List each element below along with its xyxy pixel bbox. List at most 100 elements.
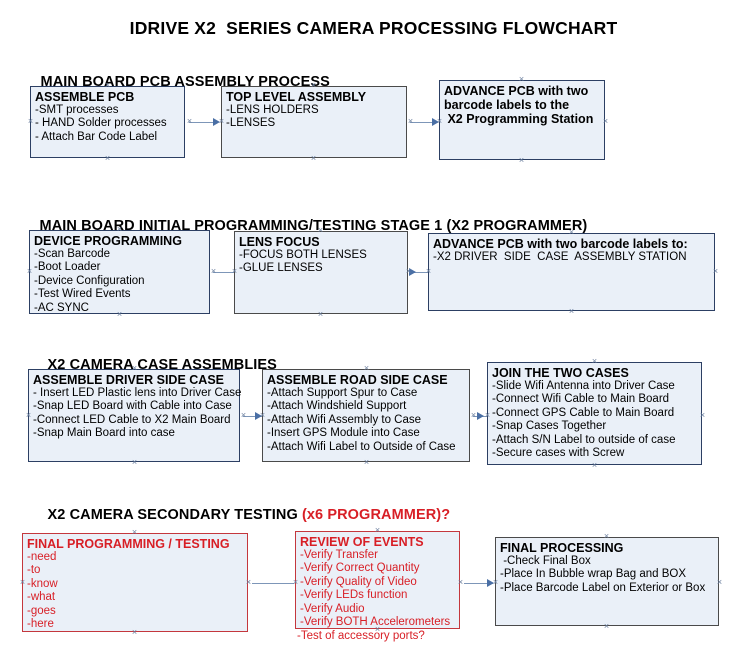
box-title: ADVANCE PCB with two barcode labels to: (433, 237, 688, 251)
connection-point-bottom[interactable] (116, 311, 123, 318)
connection-point-top[interactable] (116, 226, 123, 233)
box-line: -Connect GPS Cable to Main Board (492, 406, 675, 419)
box-final-programming-testing[interactable]: FINAL PROGRAMMING / TESTING -need -to -k… (22, 533, 248, 632)
box-device-programming[interactable]: DEVICE PROGRAMMING -Scan Barcode -Boot L… (29, 230, 210, 314)
connection-point-bottom[interactable] (310, 155, 317, 162)
connection-point-bottom[interactable] (591, 462, 598, 469)
box-title: LENS FOCUS (239, 235, 320, 249)
connection-point-left[interactable] (425, 268, 432, 275)
connection-point-top[interactable] (603, 533, 610, 540)
connection-point-left[interactable] (292, 579, 299, 586)
box-line: -GLUE LENSES (239, 262, 323, 275)
connector-arrowhead (487, 579, 494, 587)
box-line: -Slide Wifi Antenna into Driver Case (492, 380, 675, 392)
box-line: -X2 DRIVER SIDE CASE ASSEMBLY STATION (433, 251, 687, 263)
connection-point-left[interactable] (19, 579, 26, 586)
connection-point-top[interactable] (568, 229, 575, 236)
box-line: -need (27, 551, 57, 563)
connection-point-left[interactable] (26, 268, 33, 275)
box-line: -Attach Windshield Support (267, 400, 407, 413)
box-title: ADVANCE PCB with two (444, 84, 589, 98)
connector-line (410, 122, 434, 123)
connection-point-right[interactable] (405, 268, 412, 275)
connection-point-bottom[interactable] (518, 157, 525, 164)
box-top-level-assembly[interactable]: TOP LEVEL ASSEMBLY -LENS HOLDERS -LENSES (221, 86, 407, 158)
connection-point-bottom[interactable] (131, 459, 138, 466)
box-overflow-line: -Test of accessory ports? (297, 630, 425, 642)
box-title: ASSEMBLE DRIVER SIDE CASE (33, 373, 225, 387)
box-line: -Snap LED Board with Cable into Case (33, 400, 232, 413)
box-line: -Device Configuration (34, 274, 145, 287)
connection-point-left[interactable] (231, 268, 238, 275)
box-advance-pcb-to-driver-side-case-assembly[interactable]: ADVANCE PCB with two barcode labels to: … (428, 233, 715, 311)
connection-point-bottom[interactable] (374, 626, 381, 633)
box-assemble-pcb[interactable]: ASSEMBLE PCB -SMT processes - HAND Solde… (30, 86, 185, 158)
connection-point-left[interactable] (492, 579, 499, 586)
connection-point-top[interactable] (518, 76, 525, 83)
connection-point-right[interactable] (457, 579, 464, 586)
connection-point-bottom[interactable] (568, 308, 575, 315)
box-line: -Attach Wifi Label to Outside of Case (267, 440, 456, 453)
box-line: -Attach S/N Label to outside of case (492, 433, 676, 446)
box-title: TOP LEVEL ASSEMBLY (226, 90, 367, 104)
box-join-the-two-cases[interactable]: JOIN THE TWO CASES -Slide Wifi Antenna i… (487, 362, 702, 465)
connection-point-left[interactable] (25, 412, 32, 419)
connection-point-bottom[interactable] (317, 311, 324, 318)
box-line: -LENS HOLDERS (226, 104, 319, 116)
box-line: -Verify BOTH Accelerometers (300, 616, 451, 629)
connection-point-top[interactable] (363, 365, 370, 372)
box-assemble-driver-side-case[interactable]: ASSEMBLE DRIVER SIDE CASE - Insert LED P… (28, 369, 241, 462)
connection-point-top[interactable] (131, 365, 138, 372)
box-line: -Connect LED Cable to X2 Main Board (33, 413, 231, 426)
box-line: -SMT processes (35, 104, 119, 116)
box-review-of-events[interactable]: REVIEW OF EVENTS -Verify Transfer -Verif… (295, 531, 460, 629)
connection-point-right[interactable] (240, 412, 247, 419)
box-line: -Verify Audio (300, 602, 365, 615)
connection-point-left[interactable] (484, 412, 491, 419)
connector-arrowhead (213, 118, 220, 126)
box-line: -Snap Main Board into case (33, 427, 175, 440)
connection-point-bottom[interactable] (104, 155, 111, 162)
connection-point-left[interactable] (218, 118, 225, 125)
connection-point-top[interactable] (317, 227, 324, 234)
box-line: -Attach Support Spur to Case (267, 387, 418, 399)
connection-point-right[interactable] (470, 412, 477, 419)
connection-point-top[interactable] (591, 358, 598, 365)
connection-point-top[interactable] (374, 527, 381, 534)
section-heading-text: X2 CAMERA SECONDARY TESTING (47, 507, 302, 523)
connection-point-top[interactable] (104, 82, 111, 89)
connection-point-bottom[interactable] (363, 459, 370, 466)
connection-point-right[interactable] (602, 118, 609, 125)
connection-point-right[interactable] (716, 579, 723, 586)
connection-point-top[interactable] (310, 82, 317, 89)
box-final-processing[interactable]: FINAL PROCESSING -Check Final Box -Place… (495, 537, 719, 626)
box-lens-focus[interactable]: LENS FOCUS -FOCUS BOTH LENSES -GLUE LENS… (234, 231, 408, 314)
connector-line (213, 272, 236, 273)
box-line: - Attach Bar Code Label (35, 130, 158, 143)
box-line: -LENSES (226, 117, 276, 130)
box-advance-pcb-to-x2-programming-station[interactable]: ADVANCE PCB with two barcode labels to t… (439, 80, 605, 160)
connector-line (189, 122, 215, 123)
connection-point-bottom[interactable] (131, 629, 138, 636)
box-line: -Insert GPS Module into Case (267, 427, 420, 440)
section-heading-accent: (x6 PROGRAMMER)? (301, 507, 451, 523)
connector-line (252, 583, 294, 584)
connection-point-right[interactable] (245, 579, 252, 586)
box-title: FINAL PROGRAMMING / TESTING (27, 537, 230, 551)
connection-point-left[interactable] (436, 118, 443, 125)
connection-point-bottom[interactable] (603, 623, 610, 630)
connection-point-left[interactable] (259, 412, 266, 419)
connection-point-top[interactable] (131, 529, 138, 536)
box-line: -Verify LEDs function (300, 589, 408, 602)
connection-point-right[interactable] (699, 412, 706, 419)
box-line: -goes (27, 604, 56, 617)
connection-point-right[interactable] (712, 268, 719, 275)
box-line: -AC SYNC (34, 301, 89, 314)
connection-point-right[interactable] (186, 118, 193, 125)
connection-point-left[interactable] (27, 118, 34, 125)
connection-point-right[interactable] (407, 118, 414, 125)
box-line: -know (27, 577, 58, 590)
box-assemble-road-side-case[interactable]: ASSEMBLE ROAD SIDE CASE -Attach Support … (262, 369, 470, 462)
connection-point-right[interactable] (210, 268, 217, 275)
